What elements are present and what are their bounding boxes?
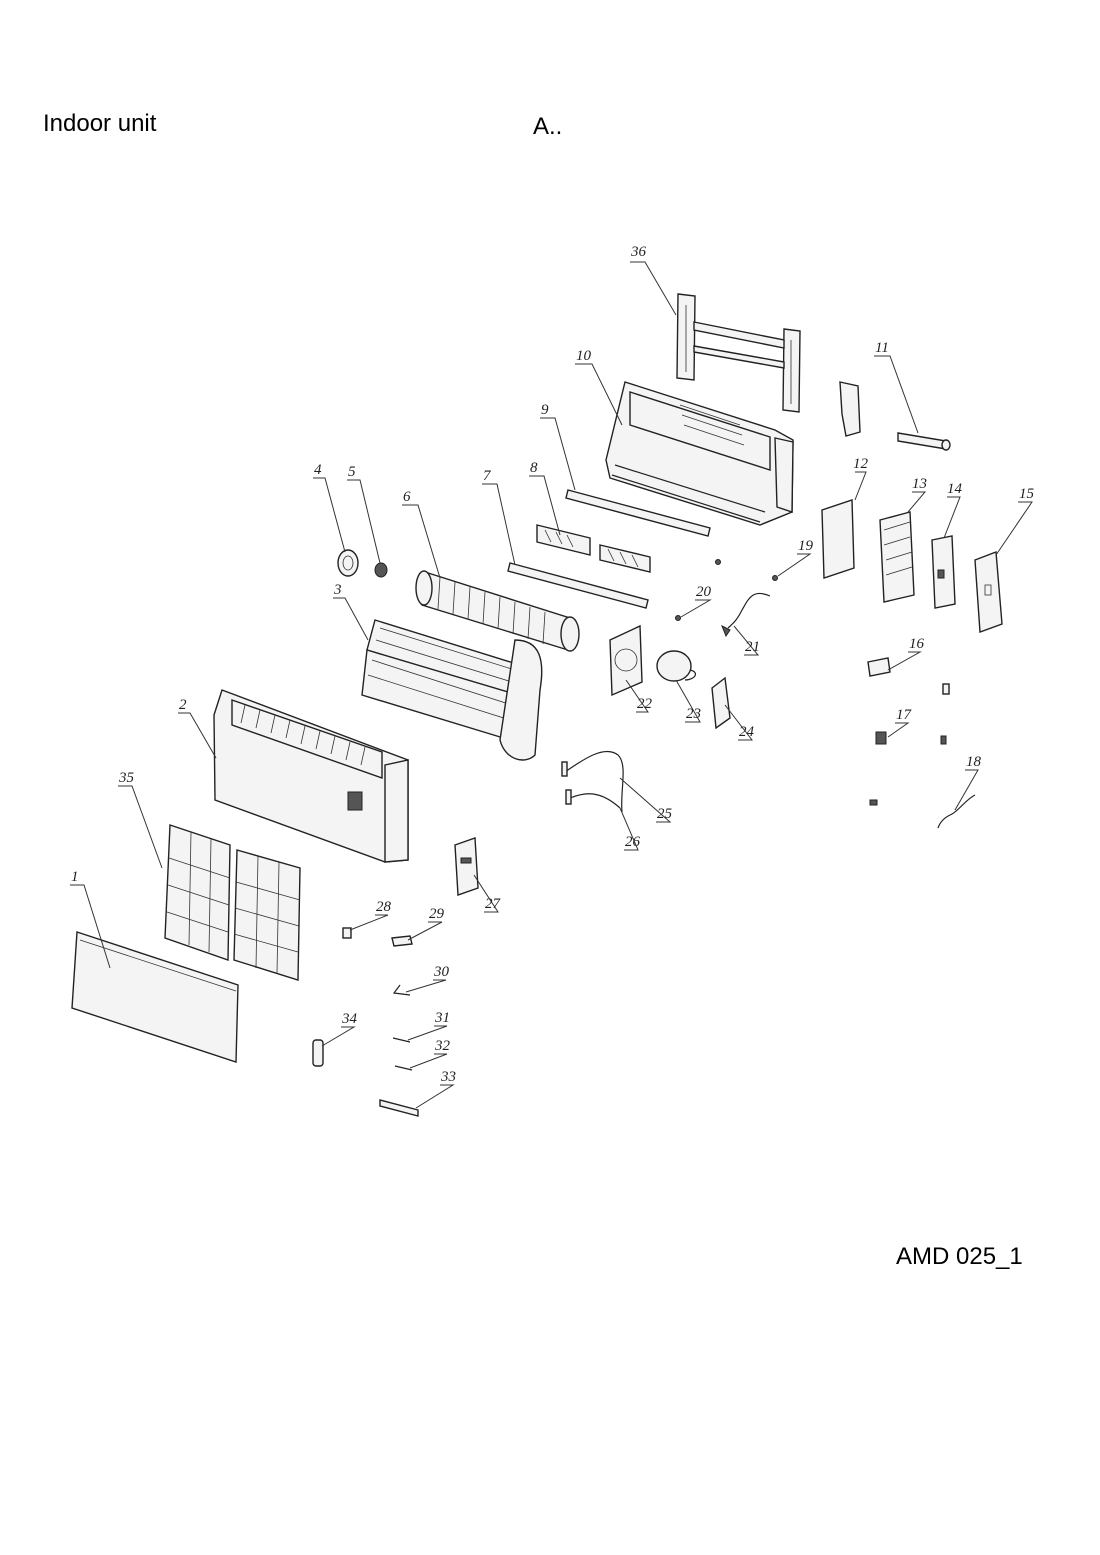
part-28-component <box>342 927 352 939</box>
part-26-drain-pipe <box>565 789 621 809</box>
callout-21: 21 <box>745 639 760 655</box>
part-31-component <box>392 1037 411 1043</box>
callout-5: 5 <box>348 464 356 480</box>
callout-29: 29 <box>429 906 445 922</box>
part-24-motor-cover <box>711 676 731 730</box>
part-screw <box>715 559 721 565</box>
part-22-motor-holder <box>609 624 643 697</box>
part-6-crossflow-fan <box>415 570 580 652</box>
page-title: Indoor unit <box>43 110 157 137</box>
callout-2: 2 <box>179 697 187 713</box>
part-small-component <box>942 683 950 695</box>
part-29-component <box>391 935 413 947</box>
callout-35: 35 <box>118 770 135 786</box>
part-35-filters <box>164 824 301 981</box>
part-19-screw <box>772 575 778 581</box>
part-34-remote-control <box>312 1039 324 1067</box>
callout-20: 20 <box>696 584 712 600</box>
section-label: A.. <box>533 113 563 140</box>
callout-32: 32 <box>434 1038 451 1054</box>
part-7-vane <box>507 562 649 609</box>
part-18-power-cord <box>937 794 976 829</box>
part-small-component-3 <box>869 799 878 806</box>
callout-27: 27 <box>485 896 502 912</box>
part-21-sensor-cable <box>721 592 771 638</box>
part-32-component <box>394 1065 413 1071</box>
callout-19: 19 <box>798 538 814 554</box>
callout-31: 31 <box>434 1010 450 1026</box>
part-small-component-2 <box>940 735 947 745</box>
callout-12: 12 <box>853 456 869 472</box>
part-3-evaporator <box>361 619 543 761</box>
part-14-pcb <box>931 535 956 609</box>
part-8-brackets <box>536 524 651 573</box>
callout-36: 36 <box>630 244 647 260</box>
part-16-bracket <box>867 657 891 677</box>
callout-7: 7 <box>483 468 492 484</box>
part-bracket <box>839 381 861 437</box>
callout-16: 16 <box>909 636 925 652</box>
callout-10: 10 <box>576 348 592 364</box>
callout-labels: 36 10 9 8 7 6 4 5 3 2 35 1 11 12 13 14 1… <box>71 244 1035 1085</box>
part-33-component <box>379 1099 419 1117</box>
part-30-component <box>392 984 411 996</box>
callout-9: 9 <box>541 402 549 418</box>
callout-26: 26 <box>625 834 641 850</box>
part-12-box-cover <box>821 499 855 579</box>
callout-11: 11 <box>875 340 889 356</box>
callout-30: 30 <box>433 964 450 980</box>
callout-28: 28 <box>376 899 392 915</box>
part-10-chassis <box>605 381 794 526</box>
callout-33: 33 <box>440 1069 456 1085</box>
callout-15: 15 <box>1019 486 1035 502</box>
callout-18: 18 <box>966 754 982 770</box>
callout-25: 25 <box>657 806 673 822</box>
part-9-rail <box>565 489 711 537</box>
part-27-display-box <box>454 837 479 896</box>
callout-4: 4 <box>314 462 322 478</box>
callout-24: 24 <box>739 724 755 740</box>
callout-3: 3 <box>333 582 342 598</box>
leader-lines <box>70 261 1033 1109</box>
part-1-front-panel <box>71 931 239 1063</box>
part-5-bearing <box>374 562 388 578</box>
part-36-mounting-plate <box>676 293 801 413</box>
callout-6: 6 <box>403 489 411 505</box>
part-20-screw <box>675 615 681 621</box>
callout-17: 17 <box>896 707 913 723</box>
part-13-electric-box <box>879 511 915 603</box>
part-4-bearing-holder <box>337 549 359 577</box>
part-23-fan-motor <box>656 650 697 682</box>
part-15-cover-plate <box>974 551 1003 633</box>
part-25-drain-hose <box>561 750 624 813</box>
callout-23: 23 <box>686 706 701 722</box>
model-code: AMD 025_1 <box>896 1243 1023 1270</box>
callout-8: 8 <box>530 460 538 476</box>
callout-34: 34 <box>341 1011 358 1027</box>
callout-13: 13 <box>912 476 927 492</box>
callout-1: 1 <box>71 869 79 885</box>
part-2-front-case <box>213 689 409 863</box>
part-11-pipe <box>897 432 951 451</box>
callout-14: 14 <box>947 481 963 497</box>
part-17-component <box>875 731 887 745</box>
callout-22: 22 <box>637 696 653 712</box>
